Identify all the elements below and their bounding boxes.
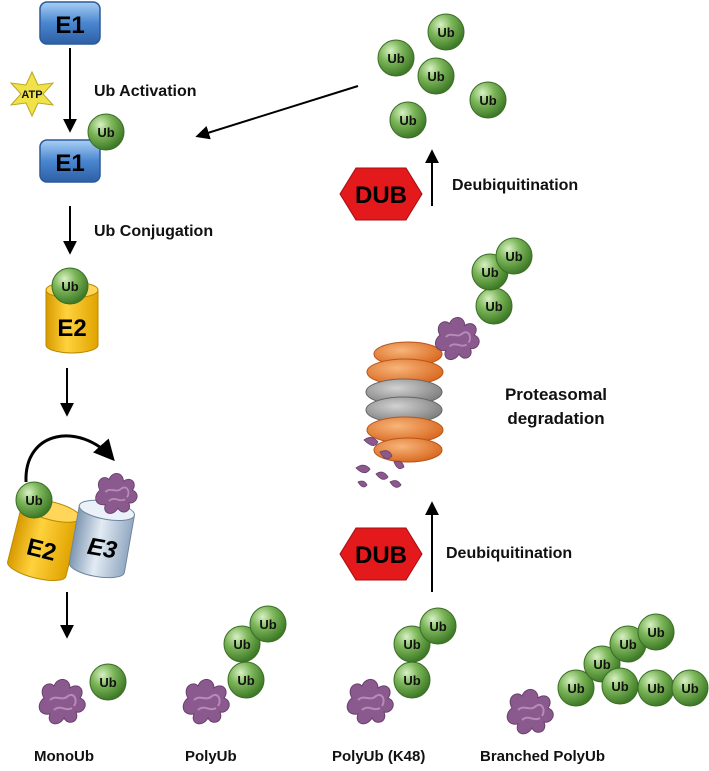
svg-text:Ub: Ub [259, 617, 276, 632]
svg-text:DUB: DUB [355, 182, 407, 209]
monoub-ub: Ub [89, 663, 127, 701]
ub-recycle-arrow [195, 85, 359, 140]
ub-on-e2: Ub [51, 267, 89, 305]
e1-enzyme-top: E1 [39, 1, 101, 45]
polyub-protein [182, 678, 231, 725]
svg-text:Ub: Ub [399, 113, 416, 128]
ub-activation-label: Ub Activation [94, 83, 197, 100]
proteasomal-label-2: degradation [507, 409, 604, 428]
polyub-k48-label: PolyUb (K48) [332, 748, 425, 765]
svg-text:Ub: Ub [485, 299, 502, 314]
ub-on-e1: Ub [87, 113, 125, 151]
svg-text:Ub: Ub [427, 69, 444, 84]
svg-text:Ub: Ub [567, 681, 584, 696]
monoub-label: MonoUb [34, 748, 94, 765]
svg-text:Ub: Ub [647, 681, 664, 696]
svg-text:Ub: Ub [479, 93, 496, 108]
peptide-fragments [355, 437, 405, 488]
ub-conjugation-label: Ub Conjugation [94, 223, 213, 240]
dub-bottom: DUB [339, 527, 423, 581]
svg-text:E2: E2 [57, 315, 86, 342]
svg-text:Ub: Ub [429, 619, 446, 634]
svg-text:Ub: Ub [481, 265, 498, 280]
svg-text:Ub: Ub [237, 673, 254, 688]
svg-text:Ub: Ub [387, 51, 404, 66]
svg-text:Ub: Ub [403, 637, 420, 652]
polyub-k48-protein [346, 678, 395, 725]
svg-text:E3: E3 [85, 533, 119, 565]
branched-protein [506, 688, 555, 735]
deubiq-bottom-label: Deubiquitination [446, 545, 572, 562]
e1-enzyme-loaded: E1 [39, 139, 101, 183]
proteasome-ring-2 [366, 416, 444, 463]
polyub-chain: Ub Ub Ub [223, 605, 287, 699]
svg-text:Ub: Ub [61, 279, 78, 294]
svg-text:Ub: Ub [403, 673, 420, 688]
proteasome-core [365, 378, 443, 424]
svg-text:Ub: Ub [647, 625, 664, 640]
svg-text:Ub: Ub [99, 675, 116, 690]
free-ub-cluster: Ub Ub Ub Ub Ub [377, 13, 507, 139]
svg-text:Ub: Ub [233, 637, 250, 652]
svg-text:ATP: ATP [21, 89, 42, 101]
svg-text:Ub: Ub [505, 249, 522, 264]
svg-text:Ub: Ub [619, 637, 636, 652]
dub-top: DUB [339, 167, 423, 221]
polyub-k48-chain: Ub Ub Ub [393, 607, 457, 699]
svg-text:DUB: DUB [355, 542, 407, 569]
ub-on-e2-bottom: Ub [15, 481, 53, 519]
proteasomal-label-1: Proteasomal [505, 385, 607, 404]
proteasome-ring-1 [366, 341, 444, 386]
monoub-protein [38, 678, 87, 725]
svg-text:Ub: Ub [25, 493, 42, 508]
proteasome [365, 341, 444, 463]
svg-text:Ub: Ub [593, 657, 610, 672]
polyub-label: PolyUb [185, 748, 237, 765]
svg-text:Ub: Ub [97, 125, 114, 140]
svg-text:E1: E1 [55, 150, 84, 177]
deubiq-top-label: Deubiquitination [452, 177, 578, 194]
degradation-ub-chain: Ub Ub Ub [471, 237, 533, 325]
curved-transfer-arrow [24, 434, 115, 483]
branched-ub-chain: Ub Ub Ub Ub Ub Ub Ub [557, 613, 709, 707]
svg-text:Ub: Ub [681, 681, 698, 696]
svg-text:Ub: Ub [611, 679, 628, 694]
branched-label: Branched PolyUb [480, 748, 605, 765]
svg-text:E1: E1 [55, 12, 84, 39]
svg-text:Ub: Ub [437, 25, 454, 40]
atp-star: ATP [9, 70, 55, 118]
